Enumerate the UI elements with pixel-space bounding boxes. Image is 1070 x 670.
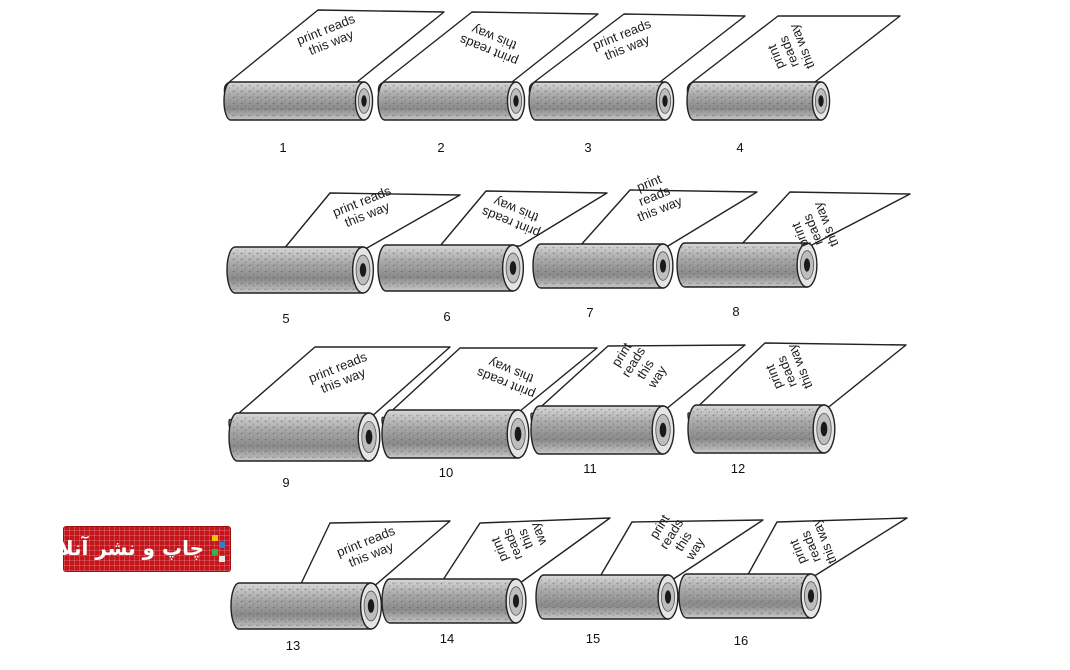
roll-number-1: 1 [279,140,286,155]
roll-number-9: 9 [282,475,289,490]
roll-core-hole-3 [662,95,668,107]
label-line: this [514,526,536,551]
roll-number-14: 14 [440,631,454,646]
watermark-text: چاپ و نشر آنلاین [33,536,204,560]
roll-core-hole-10 [514,426,522,442]
roll-number-13: 13 [286,638,300,653]
roll-texture-16 [683,577,805,615]
roll-figure-13: print readsthis way 13 [230,520,451,653]
roll-number-16: 16 [734,633,748,648]
logo-square-white [219,556,225,562]
roll-texture-7 [537,247,657,285]
logo-square-yellow [212,535,218,541]
roll-number-5: 5 [282,311,289,326]
roll-texture-1 [228,85,358,117]
roll-core-hole-5 [359,263,367,277]
roll-core-hole-16 [807,589,815,603]
print-direction-label-14: printreadsthisway [486,515,551,567]
roll-core-hole-8 [803,258,811,272]
roll-figure-14: printreadsthisway 14 [381,515,611,646]
roll-core-hole-14 [512,594,520,608]
roll-texture-8 [681,246,801,284]
roll-core-hole-7 [659,259,667,273]
roll-number-11: 11 [583,461,597,476]
print-direction-label-8: printreadsthis way [784,199,842,259]
logo-square-blue [219,542,225,548]
roll-texture-9 [233,416,363,458]
print-direction-label-13: print readsthis way [334,523,402,573]
roll-figure-8: printreadsthis way 8 [676,191,911,319]
roll-number-2: 2 [437,140,444,155]
roll-core-hole-11 [659,422,667,438]
roll-texture-10 [386,413,512,455]
roll-number-10: 10 [439,465,453,480]
roll-core-hole-9 [365,429,373,445]
print-direction-label-4: printreadsthis way [760,21,818,81]
roll-core-hole-13 [367,599,375,613]
roll-number-3: 3 [584,140,591,155]
roll-texture-14 [386,582,510,620]
roll-core-hole-2 [513,95,519,107]
roll-number-12: 12 [731,461,745,476]
roll-core-hole-1 [361,95,367,107]
roll-core-hole-4 [818,95,824,107]
publisher-watermark-logo: چاپ و نشر آنلاین [33,527,230,571]
roll-texture-15 [540,578,662,616]
roll-texture-6 [382,248,507,288]
roll-number-7: 7 [586,305,593,320]
roll-texture-3 [533,85,659,117]
logo-square-green [212,549,218,555]
roll-texture-4 [691,85,815,117]
roll-texture-2 [382,85,510,117]
roll-number-8: 8 [732,304,739,319]
roll-texture-11 [535,409,657,451]
roll-core-hole-6 [509,261,517,275]
roll-core-hole-12 [820,421,828,437]
roll-number-15: 15 [586,631,600,646]
roll-number-4: 4 [736,140,743,155]
roll-figure-4: printreadsthis way 4 [686,15,901,155]
roll-texture-13 [235,586,365,626]
roll-core-hole-15 [664,590,672,604]
roll-texture-5 [231,250,357,290]
roll-number-6: 6 [443,309,450,324]
roll-texture-12 [692,408,818,450]
